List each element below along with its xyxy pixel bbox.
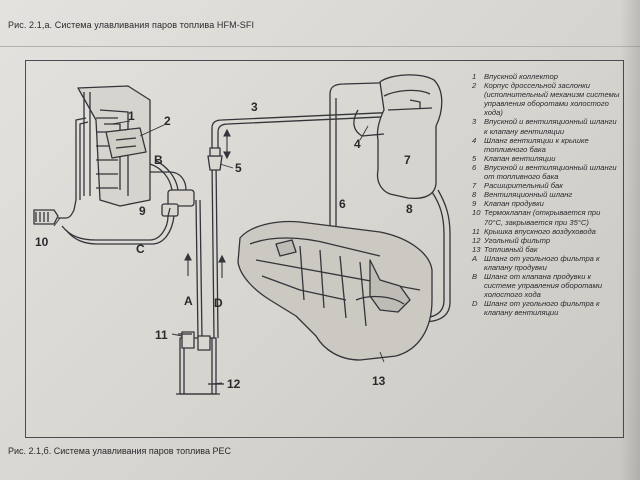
label-7: 7: [404, 153, 411, 167]
label-6: 6: [339, 197, 346, 211]
legend-text: Впускной и вентиляционный шланги к клапа…: [484, 117, 617, 136]
fuel-tank: [237, 220, 433, 361]
legend-key: 7: [472, 181, 477, 191]
legend-key: D: [472, 299, 478, 309]
legend-item: 4 Шланг вентиляции к крышке топливного б…: [472, 136, 620, 154]
legend-item: 6 Впускной и вентиляционный шланги от то…: [472, 163, 620, 181]
legend-item: 11 Крышка впускного воздуховода: [472, 227, 620, 236]
legend-text: Шланг вентиляции к крышке топливного бак…: [484, 135, 589, 154]
label-d: D: [214, 296, 223, 310]
legend-item: B Шланг от клапана продувки к системе уп…: [472, 272, 620, 299]
legend-text: Вентиляционный шланг: [484, 190, 573, 200]
label-b: B: [154, 153, 163, 167]
legend-text: Корпус дроссельной заслонки (исполнитель…: [484, 81, 620, 118]
label-12: 12: [227, 377, 241, 391]
fuel-vapor-diagram: 1 2 3 4 5 6 7 8 9 10 11 12 13 A B C D: [33, 74, 451, 395]
label-2: 2: [164, 114, 171, 128]
label-4: 4: [354, 137, 361, 151]
expansion-tank: [376, 74, 443, 200]
legend-key: B: [472, 272, 478, 282]
legend-text: Клапан вентиляции: [484, 153, 556, 163]
hose-a: [195, 199, 199, 339]
legend-item: 2 Корпус дроссельной заслонки (исполните…: [472, 81, 620, 117]
legend-item: 1 Впускной коллектор: [472, 72, 620, 81]
figure-caption-bottom: Рис. 2.1,б. Система улавливания паров то…: [8, 446, 231, 456]
legend-text: Клапан продувки: [484, 199, 544, 209]
hose-b: [150, 171, 187, 191]
legend-item: 10 Термоклапан (открывается при 70°С, за…: [472, 208, 620, 226]
legend-text: Расширительный бак: [484, 181, 563, 191]
legend-item: 9 Клапан продувки: [472, 199, 620, 208]
hose-d: [211, 161, 215, 339]
hose-3: [211, 111, 401, 148]
label-c: C: [136, 242, 145, 256]
legend-key: 11: [472, 226, 480, 236]
legend-text: Впускной и вентиляционный шланги от топл…: [484, 162, 617, 182]
legend-key: 12: [472, 235, 481, 245]
legend-key: 13: [472, 244, 481, 254]
legend-item: 7 Расширительный бак: [472, 181, 620, 190]
legend-text: Шланг от клапана продувки к системе упра…: [484, 272, 603, 300]
legend-key: A: [472, 253, 478, 263]
page-shadow: [620, 0, 640, 480]
legend-key: 1: [472, 72, 477, 81]
legend-key: 6: [472, 162, 477, 172]
figure-legend: 1 Впускной коллектор 2 Корпус дроссельно…: [472, 72, 620, 318]
label-1: 1: [128, 109, 135, 123]
legend-item: D Шланг от угольного фильтра к клапану в…: [472, 299, 620, 317]
label-10: 10: [35, 235, 49, 249]
divider: [0, 46, 640, 47]
legend-key: 10: [472, 208, 481, 218]
legend-key: 8: [472, 190, 477, 200]
purge-valve: [149, 159, 195, 217]
legend-text: Впускной коллектор: [484, 72, 558, 81]
legend-key: 3: [472, 117, 477, 127]
legend-text: Крышка впускного воздуховода: [484, 226, 596, 236]
label-11: 11: [155, 328, 168, 342]
figure-caption-top: Рис. 2.1,а. Система улавливания паров то…: [8, 20, 255, 30]
legend-text: Топливный бак: [484, 244, 538, 254]
figure-frame: [25, 60, 624, 438]
legend-key: 4: [472, 135, 477, 145]
legend-key: 9: [472, 199, 477, 209]
vent-valve: [207, 147, 223, 171]
legend-text: Шланг от угольного фильтра к клапану вен…: [484, 299, 600, 318]
throttle-body: [105, 127, 147, 159]
legend-item: 12 Угольный фильтр: [472, 236, 620, 245]
label-13: 13: [372, 374, 386, 388]
legend-item: 5 Клапан вентиляции: [472, 154, 620, 163]
hose-c: [61, 207, 171, 241]
thermo-valve: [33, 117, 89, 225]
legend-item: A Шланг от угольного фильтра к клапану п…: [472, 254, 620, 272]
legend-item: 13 Топливный бак: [472, 245, 620, 254]
label-5: 5: [235, 161, 242, 175]
legend-text: Шланг от угольного фильтра к клапану про…: [484, 253, 600, 272]
legend-item: 8 Вентиляционный шланг: [472, 190, 620, 199]
legend-item: 3 Впускной и вентиляционный шланги к кла…: [472, 117, 620, 135]
label-a: A: [184, 294, 193, 308]
legend-text: Угольный фильтр: [484, 235, 551, 245]
legend-key: 2: [472, 81, 477, 91]
label-3: 3: [251, 100, 258, 114]
label-9: 9: [139, 204, 146, 218]
flow-arrows: [184, 128, 231, 278]
label-8: 8: [406, 202, 413, 216]
legend-key: 5: [472, 153, 477, 163]
legend-text: Термоклапан (открывается при 70°С, закры…: [484, 208, 601, 227]
charcoal-canister: [176, 331, 224, 395]
